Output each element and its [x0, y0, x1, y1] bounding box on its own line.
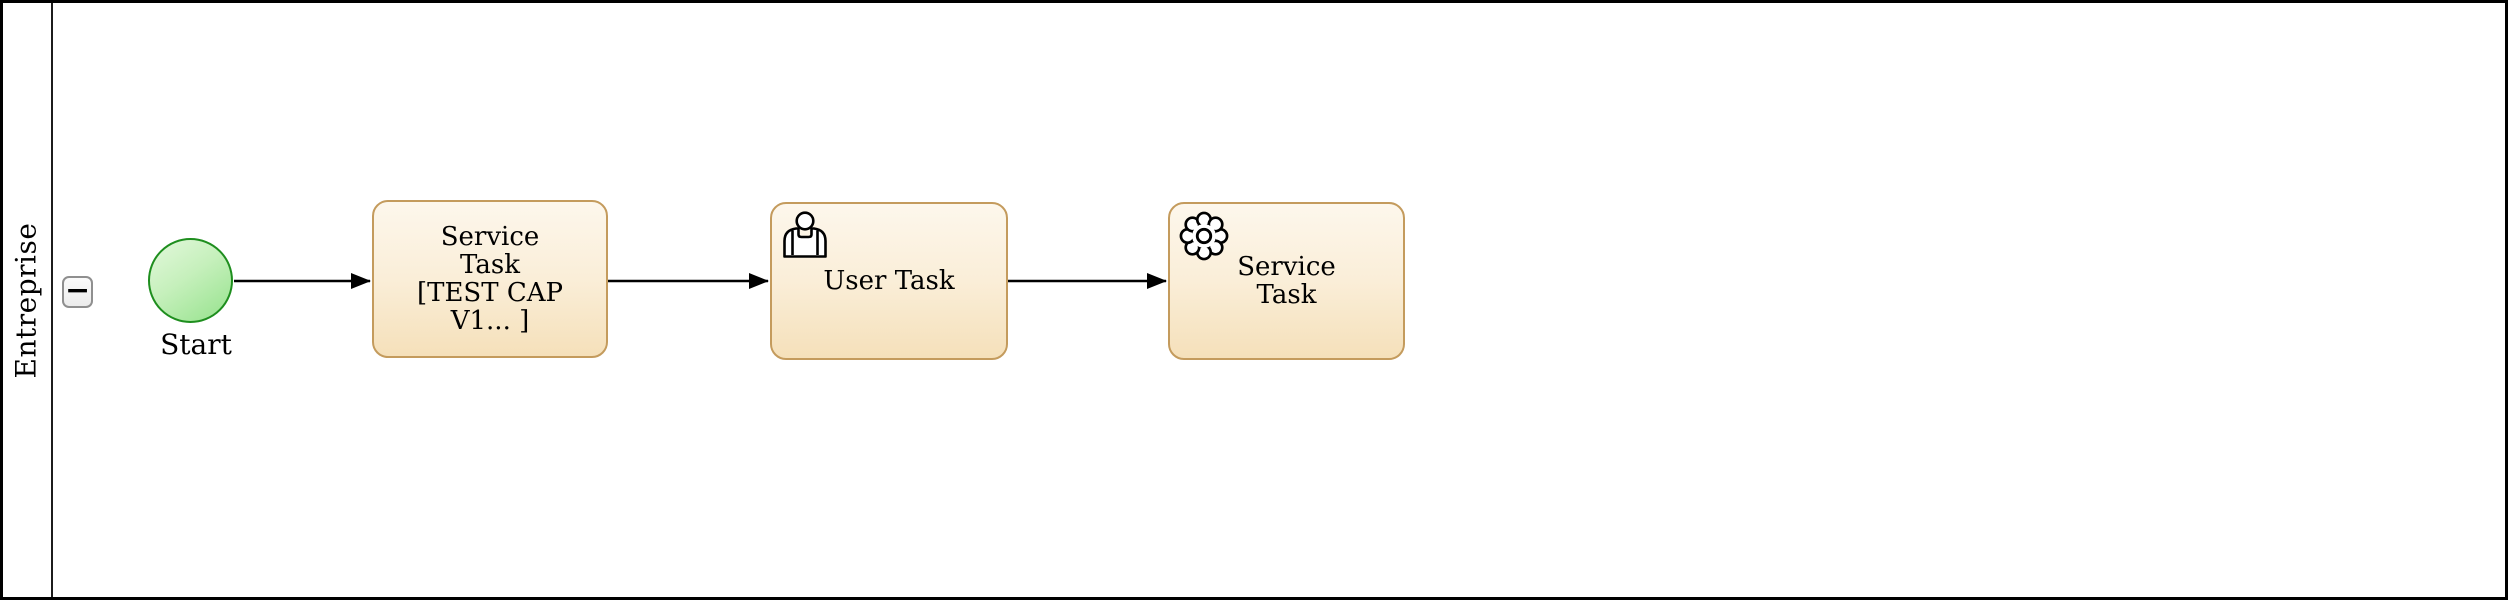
service-task-2-label: Service Task: [1237, 252, 1336, 310]
service-task-2[interactable]: Service Task: [1168, 202, 1405, 360]
user-task[interactable]: User Task: [770, 202, 1008, 360]
gear-icon: [1179, 211, 1229, 261]
start-event[interactable]: [148, 238, 233, 323]
lane-collapse-button[interactable]: −: [62, 275, 93, 308]
user-task-label: User Task: [823, 266, 955, 296]
lane-label: Entreprise: [9, 222, 43, 378]
service-task-1[interactable]: Service Task [TEST CAP V1... ]: [372, 200, 608, 358]
service-task-1-label: Service Task [TEST CAP V1... ]: [416, 222, 564, 336]
start-event-label: Start: [160, 328, 232, 361]
lane-header-entreprise[interactable]: Entreprise: [0, 0, 53, 600]
user-icon: [783, 211, 827, 258]
